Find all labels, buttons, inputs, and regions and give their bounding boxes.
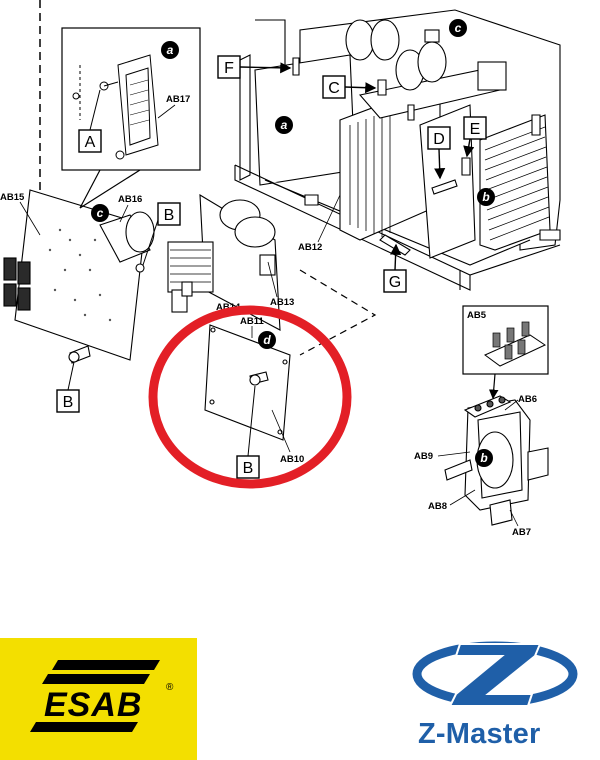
part-label-ab11: AB11 [240,316,264,327]
callout-b-chassis: b [477,188,495,206]
callout-a-chassis: a [275,116,293,134]
callout-d: d [258,331,276,349]
main-chassis [234,9,561,291]
part-label-ab16: AB16 [118,194,142,205]
part-label-ab9: AB9 [414,451,433,462]
highlight-circle [148,305,352,489]
label-box-e-text: E [470,121,481,138]
part-label-ab12: AB12 [298,242,322,253]
label-box-g: G [383,243,407,293]
label-box-f: F [217,55,292,79]
label-box-e: E [463,116,487,158]
part-label-ab6: AB6 [518,394,537,405]
callout-c-top-text: c [455,21,462,35]
part-labels: AB17 AB15 AB16 AB12 AB14 AB13 AB11 AB10 … [0,94,537,538]
esab-registered-mark: ® [166,682,174,693]
label-box-a: A [78,89,102,153]
inset-a [61,27,201,209]
label-box-b-bottom-text: B [243,460,254,477]
callout-b-chassis-text: b [482,190,489,204]
dashed-guide-g [299,269,377,356]
zmaster-logo-text: Z-Master [418,718,541,750]
label-box-b-left-text: B [63,394,74,411]
part-label-ab10: AB10 [280,454,304,465]
callout-a-inset-text: a [167,43,174,57]
label-box-b-top: B [142,202,181,266]
part-label-ab8: AB8 [428,501,447,512]
label-box-g-text: G [389,274,401,291]
label-box-c-text: C [328,80,340,97]
part-label-ab7: AB7 [512,527,531,538]
label-box-d-text: D [433,131,445,148]
exploded-diagram: a a c c b b d A F C D [0,0,561,538]
part-label-ab14: AB14 [216,302,241,313]
label-box-a-text: A [85,134,96,151]
callout-a-chassis-text: a [281,118,288,132]
zmaster-logo-mark [412,641,578,707]
part-label-ab13: AB13 [270,297,294,308]
callout-c-top: c [449,19,467,37]
callout-b-assembly-text: b [480,451,487,465]
label-box-d: D [427,126,451,180]
pcb-ab15 [3,189,155,364]
callout-b-assembly: b [475,449,493,467]
part-label-ab15: AB15 [0,192,25,203]
label-box-b-bottom: B [236,385,260,479]
esab-logo-text: ESAB [44,686,142,724]
part-label-ab5: AB5 [467,310,487,321]
inset-ab5 [462,305,549,400]
part-label-ab17: AB17 [166,94,190,105]
callout-c-pcb: c [91,204,109,222]
assembly-ab6-ab9 [444,395,549,526]
zmaster-logo [400,630,600,760]
plate-ab11 [204,324,291,441]
label-box-b-left: B [56,361,80,413]
label-box-b-top-text: B [164,207,175,224]
callout-d-text: d [263,333,271,347]
callout-a-inset: a [161,41,179,59]
label-box-c: C [322,75,377,99]
pcb-ab13-assembly [135,193,281,331]
callout-c-pcb-text: c [97,206,104,220]
esab-logo: ESAB ® [0,638,197,760]
esab-logo-mark: ESAB ® [30,660,174,732]
label-box-f-text: F [224,60,234,77]
